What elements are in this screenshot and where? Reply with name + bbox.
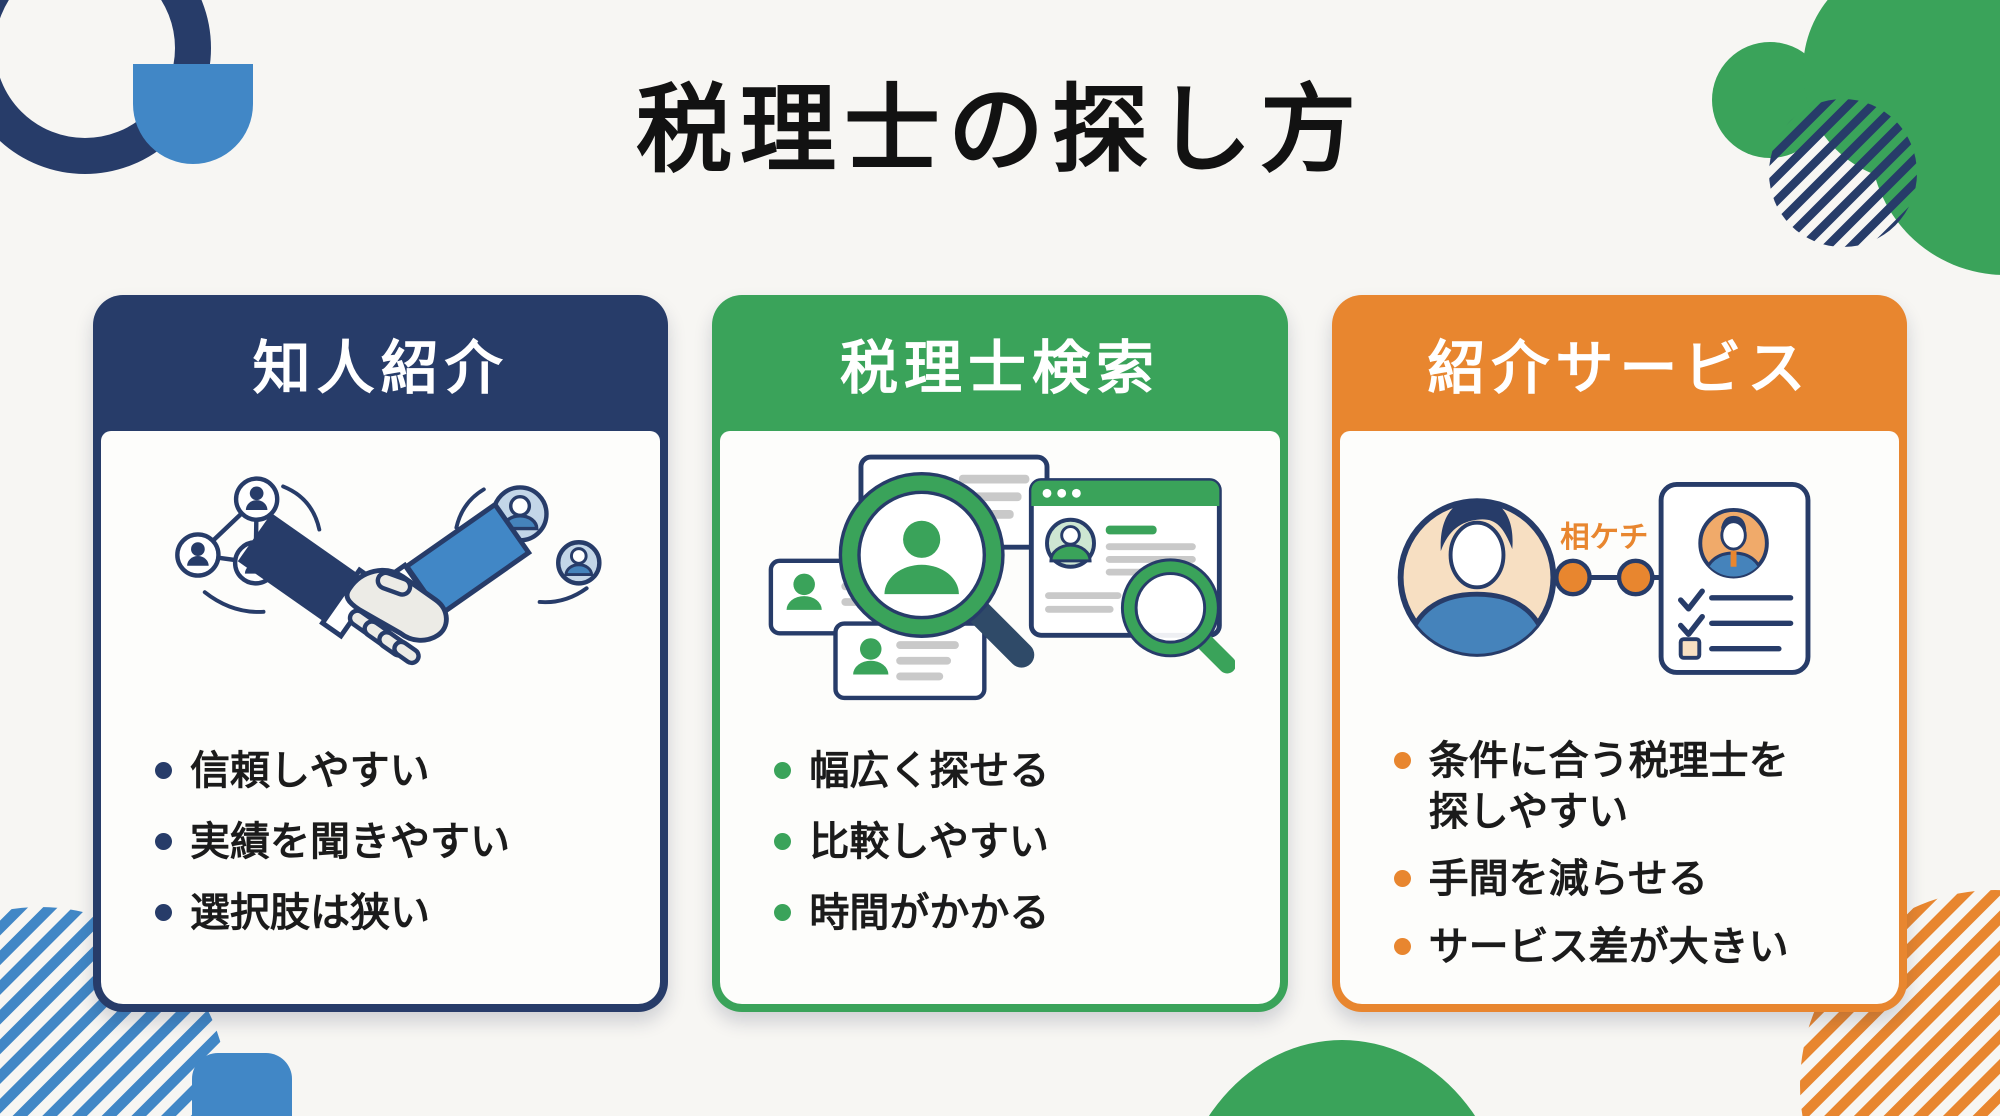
page-title: 税理士の探し方 — [636, 77, 1364, 184]
bullet-text: 比較しやすい — [809, 820, 1049, 865]
card-search: 税理士検索 — [712, 295, 1288, 1012]
search-illustration — [720, 445, 1279, 710]
magnifier-icon — [838, 471, 1035, 668]
list-item: 時間がかかる — [774, 888, 1261, 939]
handshake-network-icon — [174, 476, 602, 666]
search-profiles-icon — [768, 454, 1235, 701]
matching-service-icon: 相ケチ — [1398, 482, 1811, 675]
referral-bullet-list: 信頼しやすい 実績を聞きやすい 選択肢は狭い — [101, 746, 660, 960]
card-referral: 知人紹介 — [93, 295, 669, 1012]
decor-dome-bottom-center — [1208, 1040, 1476, 1116]
bullet-text: 時間がかかる — [809, 891, 1050, 936]
bullet-dot — [774, 762, 792, 779]
connector-icon — [1553, 558, 1662, 597]
bullet-dot — [1393, 752, 1411, 769]
id-card-icon — [833, 621, 987, 701]
card-search-title: 税理士検索 — [839, 336, 1160, 401]
bullet-dot — [1393, 937, 1411, 955]
bullet-dot — [1393, 870, 1411, 888]
list-item: 信頼しやすい — [155, 746, 642, 797]
person-avatar-icon — [1398, 498, 1557, 657]
card-service: 紹介サービス — [1331, 295, 1907, 1012]
card-search-header: 税理士検索 — [712, 295, 1287, 431]
service-bullet-list: 条件に合う税理士を 探しやすい 手間を減らせる サービス差が大きい — [1340, 736, 1899, 989]
card-service-header: 紹介サービス — [1332, 295, 1907, 431]
bullet-dot — [155, 833, 172, 851]
match-label: 相ケチ — [1561, 521, 1649, 554]
matching-illustration: 相ケチ — [1340, 445, 1899, 710]
card-search-body: 幅広く探せる 比較しやすい 時間がかかる — [720, 431, 1280, 1004]
bullet-text: 選択肢は狭い — [190, 891, 430, 936]
card-referral-header: 知人紹介 — [93, 295, 668, 431]
decor-rounded-square-bottom-left — [192, 1053, 292, 1116]
bullet-text: 信頼しやすい — [190, 749, 430, 793]
bullet-dot — [155, 904, 172, 922]
handshake-icon — [237, 501, 532, 666]
bullet-dot — [774, 833, 792, 851]
bullet-dot — [774, 904, 792, 922]
card-service-title: 紹介サービス — [1427, 336, 1812, 401]
profile-card-icon — [1658, 482, 1811, 675]
list-item: 条件に合う税理士を 探しやすい — [1393, 736, 1881, 838]
browser-window-icon — [1028, 478, 1235, 674]
search-bullet-list: 幅広く探せる 比較しやすい 時間がかかる — [720, 746, 1279, 960]
bullet-dot — [155, 762, 172, 779]
bullet-text: 実績を聞きやすい — [190, 820, 510, 865]
card-service-body: 相ケチ — [1339, 431, 1899, 1004]
list-item: 幅広く探せる — [774, 746, 1261, 797]
list-item: 選択肢は狭い — [155, 888, 642, 939]
checklist-icon — [1678, 588, 1794, 660]
bullet-text: 幅広く探せる — [809, 749, 1050, 793]
bullet-text: サービス差が大きい — [1428, 924, 1789, 969]
card-referral-body: 信頼しやすい 実績を聞きやすい 選択肢は狭い — [101, 431, 661, 1004]
bullet-text: 手間を減らせる — [1428, 857, 1708, 902]
handshake-illustration — [101, 445, 660, 710]
card-referral-title: 知人紹介 — [252, 336, 509, 401]
list-item: サービス差が大きい — [1393, 922, 1881, 973]
list-item: 比較しやすい — [774, 817, 1261, 868]
list-item: 手間を減らせる — [1393, 854, 1881, 905]
bullet-text: 条件に合う税理士を 探しやすい — [1428, 739, 1789, 835]
magnifier-icon — [1120, 558, 1235, 674]
list-item: 実績を聞きやすい — [155, 817, 642, 868]
cards-row: 知人紹介 — [93, 295, 1907, 1012]
